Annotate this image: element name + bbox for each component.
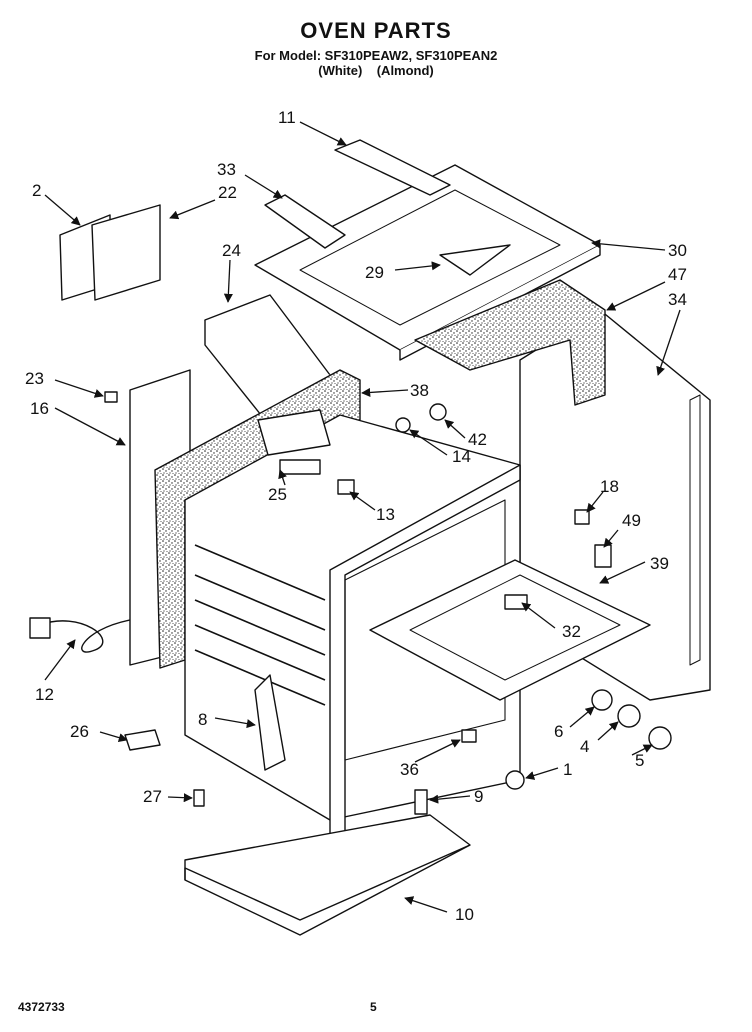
light-socket-18 (574, 509, 590, 525)
page-number: 5 (370, 1000, 377, 1014)
clip-49 (594, 544, 612, 568)
callout-6: 6 (554, 722, 563, 741)
color-line: (White) (Almond) (318, 63, 434, 78)
callout-24: 24 (222, 241, 241, 260)
knob-4 (617, 704, 641, 728)
callout-5: 5 (635, 751, 644, 770)
callout-9: 9 (474, 787, 483, 806)
heat-shield-22 (91, 204, 161, 301)
top-rear-bracket (334, 139, 451, 196)
callout-38: 38 (410, 381, 429, 400)
bracket-9 (414, 789, 428, 815)
valve-1 (505, 770, 525, 790)
callout-34: 34 (668, 290, 687, 309)
callout-13: 13 (376, 505, 395, 524)
clip-36 (461, 729, 477, 743)
callout-14: 14 (452, 447, 471, 466)
callout-18: 18 (600, 477, 619, 496)
clip-26 (124, 729, 161, 751)
spacer-42 (429, 403, 447, 421)
callout-27: 27 (143, 787, 162, 806)
callout-39: 39 (650, 554, 669, 573)
rack-guides (194, 544, 326, 706)
callout-42: 42 (468, 430, 487, 449)
burner-baffle-25 (257, 409, 331, 456)
callout-29: 29 (365, 263, 384, 282)
grommet-14 (395, 417, 411, 433)
callout-26: 26 (70, 722, 89, 741)
callout-47: 47 (668, 265, 687, 284)
callout-2: 2 (32, 181, 41, 200)
bottom-panel (184, 814, 471, 936)
cord-plug (29, 617, 51, 639)
rear-insulation (414, 279, 606, 406)
callout-12: 12 (35, 685, 54, 704)
spreader-25 (279, 459, 321, 475)
callout-16: 16 (30, 399, 49, 418)
page-title: OVEN PARTS (300, 18, 452, 43)
callout-49: 49 (622, 511, 641, 530)
callout-8: 8 (198, 710, 207, 729)
knob-6 (591, 689, 613, 711)
power-cord (39, 619, 131, 653)
ignitor-13 (337, 479, 355, 495)
callout-10: 10 (455, 905, 474, 924)
bulb-5 (648, 726, 672, 750)
model-line: For Model: SF310PEAW2, SF310PEAN2 (254, 48, 498, 63)
callout-22: 22 (218, 183, 237, 202)
thermostat-8 (254, 674, 286, 771)
screw-27 (193, 789, 205, 807)
callout-25: 25 (268, 485, 287, 504)
callout-36: 36 (400, 760, 419, 779)
document-number: 4372733 (18, 1000, 65, 1014)
callout-32: 32 (562, 622, 581, 641)
callout-1: 1 (563, 760, 572, 779)
callout-33: 33 (217, 160, 236, 179)
clip-23 (104, 391, 118, 403)
callout-30: 30 (668, 241, 687, 260)
callout-11: 11 (278, 108, 296, 127)
callout-23: 23 (25, 369, 44, 388)
callout-4: 4 (580, 737, 589, 756)
label-32 (504, 594, 528, 610)
